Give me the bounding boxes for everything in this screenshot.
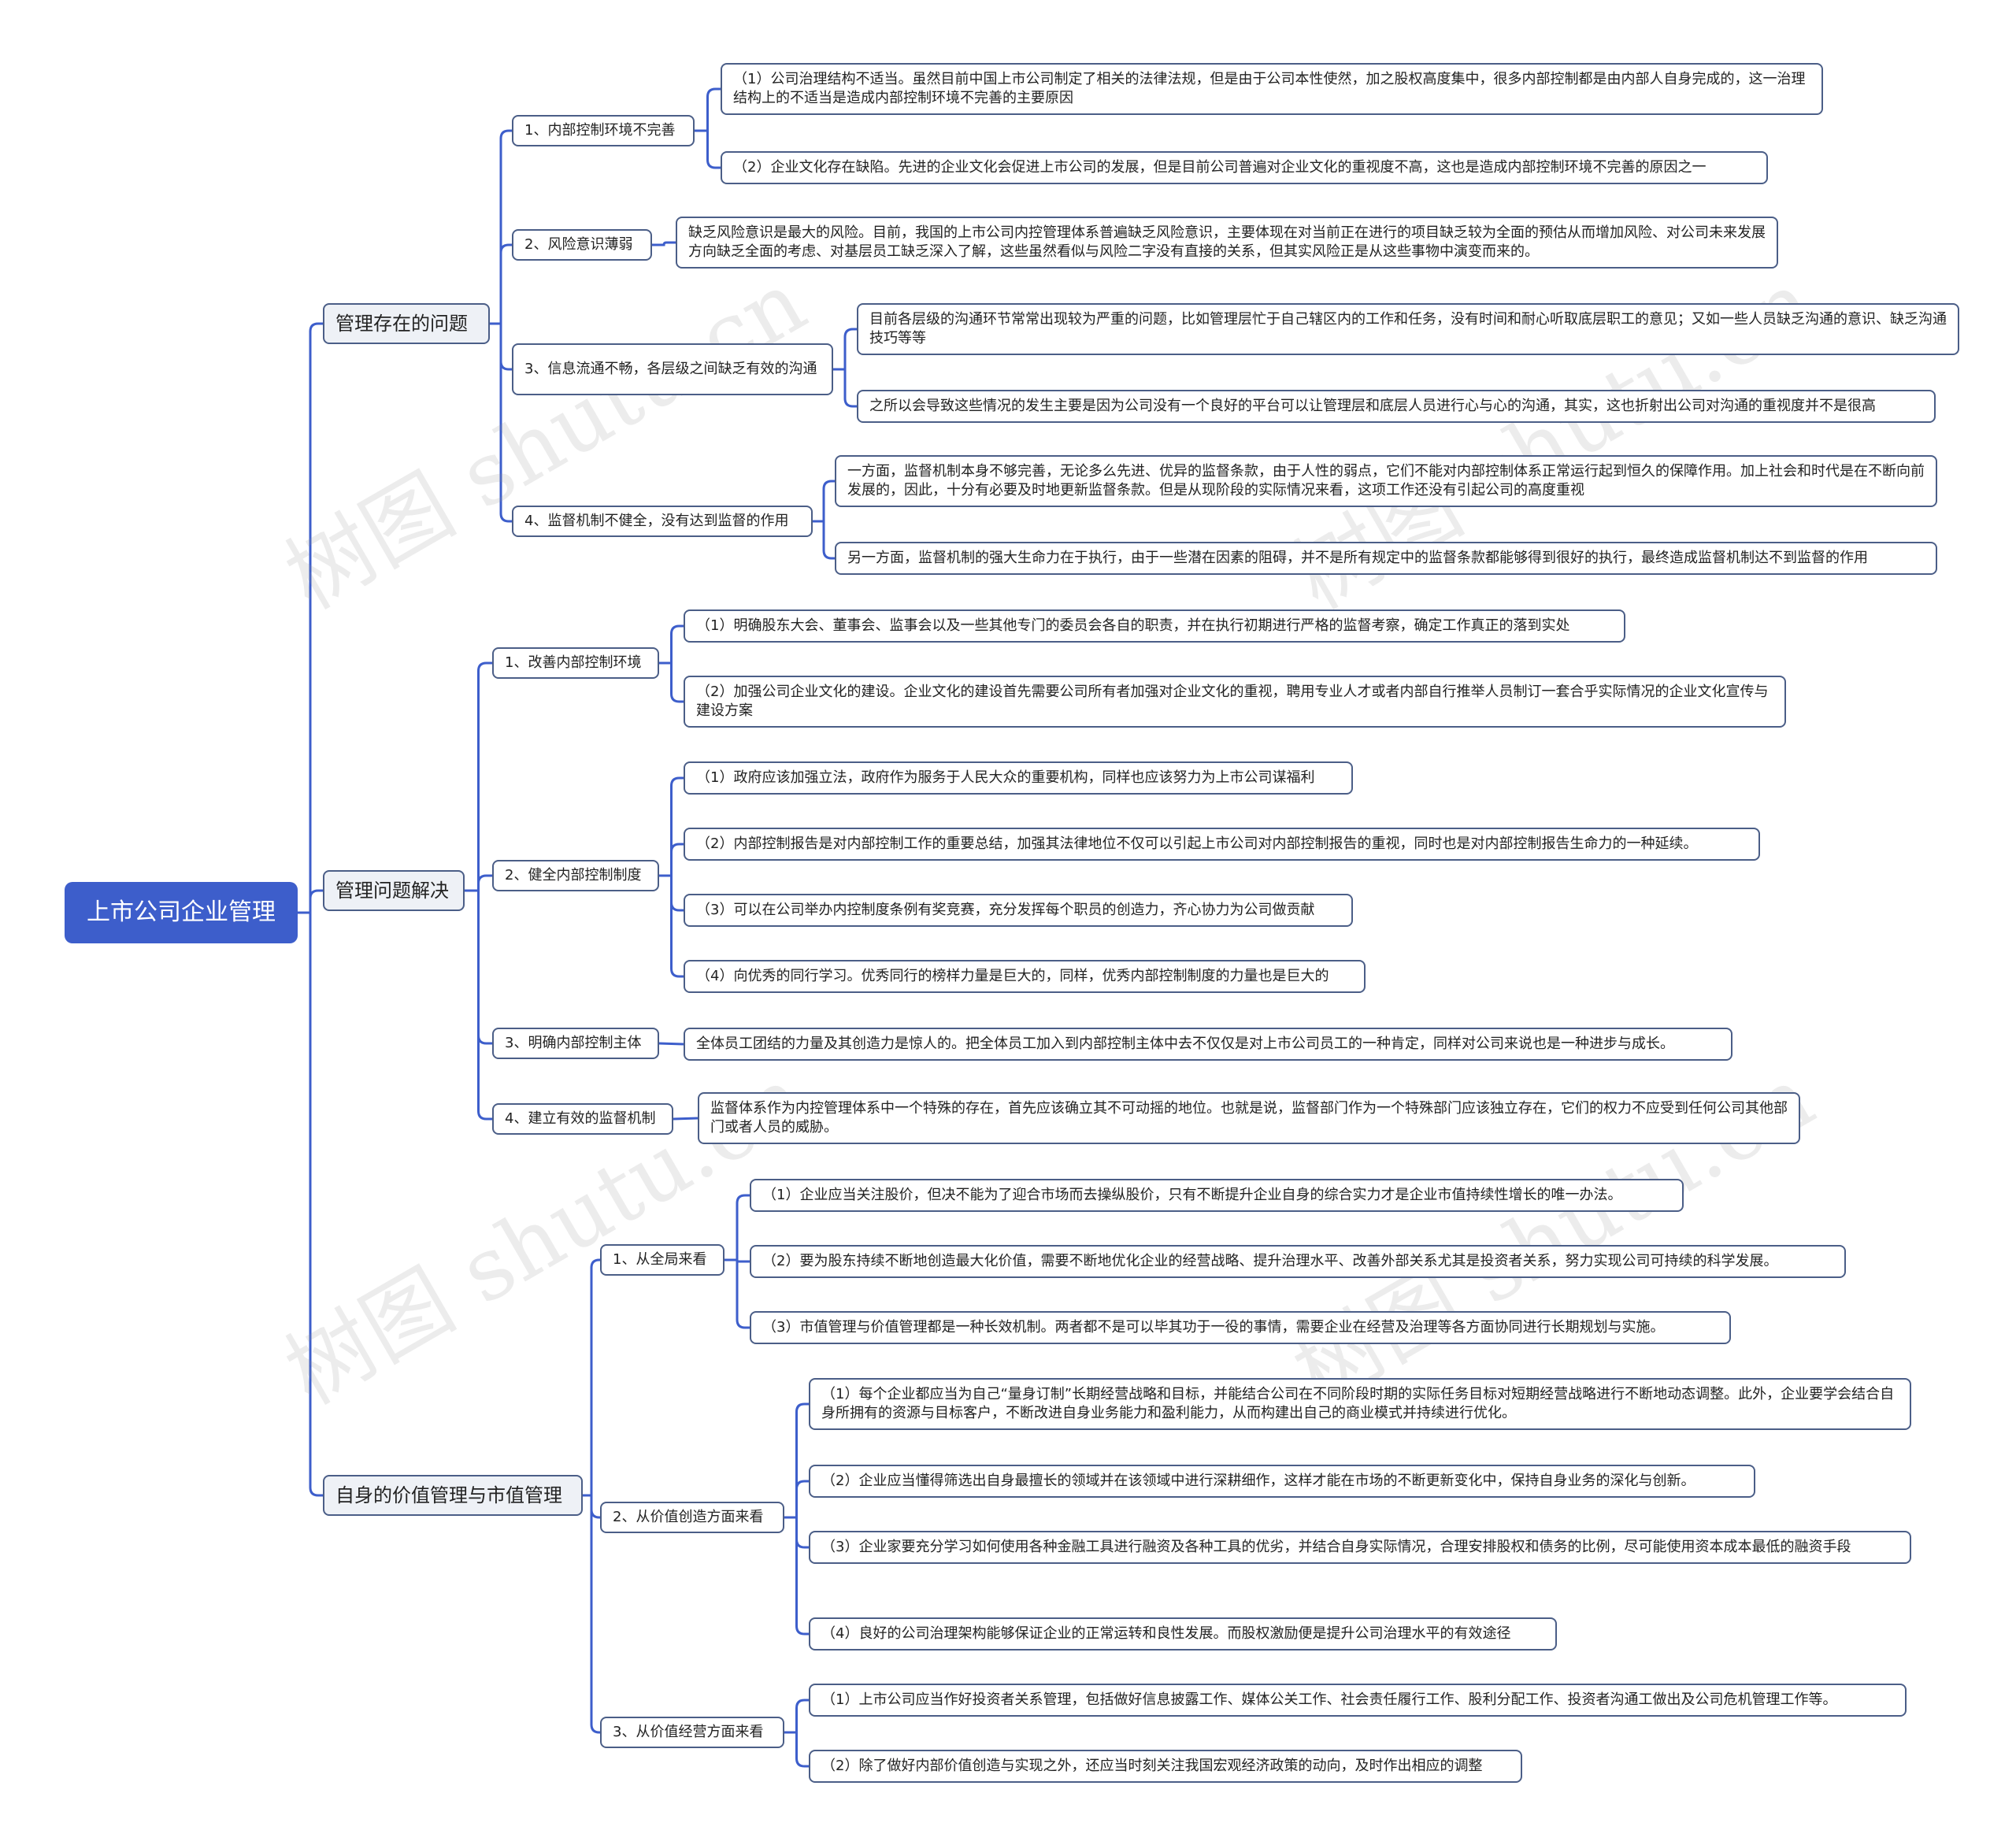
connector-branch-1-item-3 [465,889,492,1121]
branch-value-item-2-detail-2: （2）企业应当懂得筛选出自身最擅长的领域并在该领域中进行深耕细作，这样才能在市场… [809,1465,1755,1498]
connector-item-1-1-detail-0 [659,776,684,877]
branch-problems-item-4[interactable]: 4、监督机制不健全，没有达到监督的作用 [512,506,813,537]
connector-item-0-3-detail-0 [813,480,835,523]
connector-branch-2-item-2 [583,1494,600,1734]
connector-item-0-0-detail-1 [695,129,721,169]
branch-solutions-item-3-detail-1: 全体员工团结的力量及其创造力是惊人的。把全体员工加入到内部控制主体中去不仅仅是对… [684,1028,1732,1061]
branch-solutions-item-1-detail-2: （2）加强公司企业文化的建设。企业文化的建设首先需要公司所有者加强对企业文化的重… [684,676,1786,728]
branch-value-item-3-detail-1: （1）上市公司应当作好投资者关系管理，包括做好信息披露工作、媒体公关工作、社会责… [809,1684,1907,1717]
connector-root-0 [298,322,323,914]
root-topic[interactable]: 上市公司企业管理 [65,882,298,943]
branch-problems-item-4-detail-2: 另一方面，监督机制的强大生命力在于执行，由于一些潜在因素的阻碍，并不是所有规定中… [835,542,1937,575]
branch-solutions-item-2[interactable]: 2、健全内部控制制度 [492,860,659,891]
branch-value-item-2-detail-3: （3）企业家要充分学习如何使用各种金融工具进行融资及各种工具的优劣，并结合自身实… [809,1531,1911,1564]
branch-solutions-item-4[interactable]: 4、建立有效的监督机制 [492,1103,673,1135]
branch-value-item-1-detail-3: （3）市值管理与价值管理都是一种长效机制。两者都不是可以毕其功于一役的事情，需要… [750,1311,1731,1344]
branch-value-item-1[interactable]: 1、从全局来看 [600,1244,724,1276]
connector-item-2-1-detail-1 [784,1480,809,1519]
connector-root-1 [298,889,323,914]
branch-problems-item-2[interactable]: 2、风险意识薄弱 [512,229,652,261]
branch-solutions-item-2-detail-2: （2）内部控制报告是对内部控制工作的重要总结，加强其法律地位不仅可以引起上市公司… [684,828,1760,861]
branch-value-item-3-detail-2: （2）除了做好内部价值创造与实现之外，还应当时刻关注我国宏观经济政策的动向，及时… [809,1750,1522,1783]
connector-item-2-2-detail-0 [784,1699,809,1734]
connector-item-0-3-detail-1 [813,520,835,560]
connector-item-1-1-detail-3 [659,874,684,978]
branch-value-item-1-detail-2: （2）要为股东持续不断地创造最大化价值，需要不断地优化企业的经营战略、提升治理水… [750,1245,1846,1278]
branch-value-item-2-detail-4: （4）良好的公司治理架构能够保证企业的正常运转和良性发展。而股权激励便是提升公司… [809,1617,1557,1650]
branch-solutions-item-4-detail-1: 监督体系作为内控管理体系中一个特殊的存在，首先应该确立其不可动摇的地位。也就是说… [698,1092,1800,1144]
branch-solutions-item-2-detail-4: （4）向优秀的同行学习。优秀同行的榜样力量是巨大的，同样，优秀内部控制制度的力量… [684,960,1366,993]
branch-value-management[interactable]: 自身的价值管理与市值管理 [323,1475,583,1516]
connector-branch-0-item-3 [490,322,512,523]
connector-item-2-0-detail-2 [724,1258,750,1329]
connector-branch-1-item-1 [465,874,492,892]
branch-value-item-2[interactable]: 2、从价值创造方面来看 [600,1502,784,1533]
branch-problems-item-1-detail-2: （2）企业文化存在缺陷。先进的企业文化会促进上市公司的发展，但是目前公司普遍对企… [721,151,1768,184]
branch-problems-item-4-detail-1: 一方面，监督机制本身不够完善，无论多么先进、优异的监督条款，由于人性的弱点，它们… [835,455,1937,507]
connector-branch-1-item-0 [465,661,492,892]
connector-item-1-3-detail-0 [673,1117,699,1121]
branch-value-item-1-detail-1: （1）企业应当关注股价，但决不能为了迎合市场而去操纵股价，只有不断提升企业自身的… [750,1179,1684,1212]
branch-value-item-3[interactable]: 3、从价值经营方面来看 [600,1717,784,1748]
branch-solutions[interactable]: 管理问题解决 [323,870,465,911]
connector-item-0-2-detail-0 [833,328,857,371]
branch-problems-item-3-detail-1: 目前各层级的沟通环节常常出现较为严重的问题，比如管理层忙于自己辖区内的工作和任务… [857,303,1959,355]
branch-solutions-item-2-detail-3: （3）可以在公司举办内控制度条例有奖竞赛，充分发挥每个职员的创造力，齐心协力为公… [684,894,1353,927]
branch-problems[interactable]: 管理存在的问题 [323,303,490,344]
branch-problems-item-2-detail-1: 缺乏风险意识是最大的风险。目前，我国的上市公司内控管理体系普遍缺乏风险意识，主要… [676,217,1778,269]
branch-solutions-item-1[interactable]: 1、改善内部控制环境 [492,647,659,679]
connector-item-2-1-detail-3 [784,1516,809,1636]
connector-item-2-2-detail-1 [784,1731,809,1768]
branch-problems-item-3-detail-2: 之所以会导致这些情况的发生主要是因为公司没有一个良好的平台可以让管理层和底层人员… [857,390,1936,423]
connector-branch-0-item-1 [490,243,512,325]
branch-solutions-item-3[interactable]: 3、明确内部控制主体 [492,1028,659,1059]
connector-item-1-0-detail-1 [659,661,684,703]
branch-problems-item-1[interactable]: 1、内部控制环境不完善 [512,115,695,146]
connector-item-1-2-detail-0 [658,1042,684,1046]
connector-item-0-1-detail-0 [652,241,676,246]
connector-root-2 [298,911,323,1497]
branch-solutions-item-2-detail-1: （1）政府应该加强立法，政府作为服务于人民大众的重要机构，同样也应该努力为上市公… [684,761,1353,795]
connector-branch-0-item-0 [490,129,512,325]
connector-item-2-0-detail-0 [724,1194,750,1261]
connector-item-1-1-detail-1 [659,843,684,877]
connector-branch-2-item-0 [583,1258,600,1497]
connector-item-0-0-detail-0 [695,87,721,132]
branch-problems-item-3[interactable]: 3、信息流通不畅，各层级之间缺乏有效的沟通 [512,343,833,395]
branch-value-item-2-detail-1: （1）每个企业都应当为自己“量身订制”长期经营战略和目标，并能结合公司在不同阶段… [809,1378,1911,1430]
connector-item-2-1-detail-0 [784,1402,809,1519]
connector-item-1-0-detail-0 [659,624,684,665]
branch-problems-item-1-detail-1: （1）公司治理结构不适当。虽然目前中国上市公司制定了相关的法律法规，但是由于公司… [721,63,1823,115]
connector-item-0-2-detail-1 [833,368,857,408]
branch-solutions-item-1-detail-1: （1）明确股东大会、董事会、监事会以及一些其他专门的委员会各自的职责，并在执行初… [684,609,1625,643]
